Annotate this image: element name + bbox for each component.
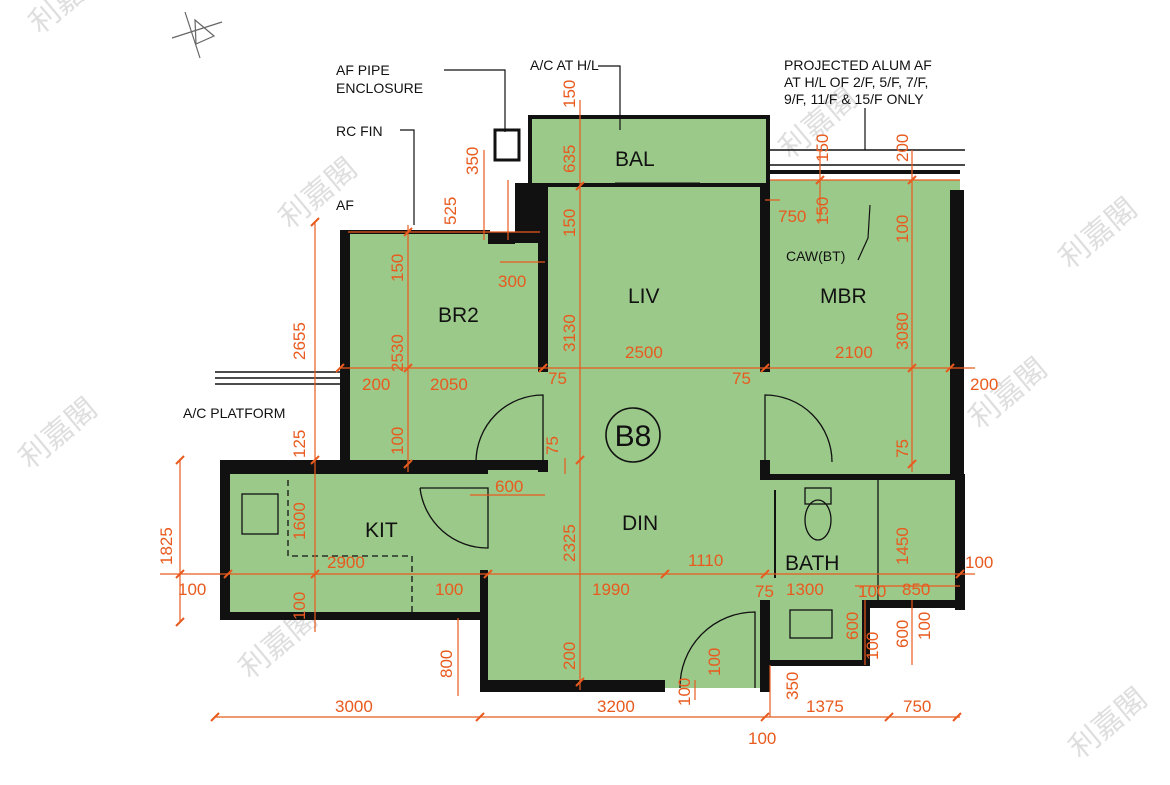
room-din: DIN <box>622 512 658 535</box>
note-af-pipe: AF PIPE <box>336 62 390 78</box>
note-ac-platform: A/C PLATFORM <box>183 405 285 421</box>
dim-100-west: 100 <box>178 580 206 599</box>
note-rc-fin: RC FIN <box>336 123 383 139</box>
dim-750-bottom: 750 <box>903 697 931 716</box>
dim-1375: 1375 <box>806 697 844 716</box>
room-mbr: MBR <box>820 285 867 308</box>
dim-75-b: 75 <box>732 369 751 388</box>
watermark: 利嘉閣 <box>1063 681 1154 766</box>
dim-1110: 1110 <box>688 551 723 570</box>
dim-1990: 1990 <box>592 580 630 599</box>
note-projected-3: 9/F, 11/F & 15/F ONLY <box>784 91 924 107</box>
dim-2325: 2325 <box>560 524 579 562</box>
dim-850: 850 <box>902 580 930 599</box>
dim-1450: 1450 <box>893 527 912 565</box>
watermark: 利嘉閣 <box>1053 191 1144 276</box>
dim-600-b: 600 <box>843 612 862 640</box>
dim-350: 350 <box>463 147 482 175</box>
dimension-labels-vertical: 150 635 150 350 525 150 2530 2655 3130 1… <box>157 80 934 706</box>
unit-label: B8 <box>615 420 652 453</box>
dim-100-br2: 100 <box>388 427 407 455</box>
note-af-pipe-enclosure: ENCLOSURE <box>336 80 423 96</box>
room-labels: BAL LIV MBR BR2 KIT DIN BATH <box>365 148 867 575</box>
unit-marker: B8 <box>605 407 661 463</box>
dim-2100: 2100 <box>835 343 873 362</box>
room-kit: KIT <box>365 519 398 542</box>
dimension-ticks <box>175 175 965 722</box>
dim-100-bath-v: 100 <box>863 632 882 660</box>
dim-100-kit-v: 100 <box>290 592 309 620</box>
dim-150-bal: 150 <box>560 80 579 108</box>
dim-150-liv: 150 <box>560 209 579 237</box>
ac-platform-lines <box>215 149 965 385</box>
dim-75-e: 75 <box>755 582 774 601</box>
dim-600-c: 600 <box>893 620 912 648</box>
dim-75-a: 75 <box>548 369 567 388</box>
dim-3130: 3130 <box>560 314 579 352</box>
note-ac-at-hl: A/C AT H/L <box>530 57 599 73</box>
dimension-lines <box>160 100 975 718</box>
dim-75-c: 75 <box>543 436 562 455</box>
note-caw: CAW(BT) <box>786 248 845 264</box>
dim-600: 600 <box>495 477 523 496</box>
dim-150-top: 150 <box>813 134 832 162</box>
leader-lines <box>400 65 871 261</box>
dim-100-door-2: 100 <box>705 648 724 676</box>
note-af: AF <box>336 197 354 213</box>
room-bath: BATH <box>785 552 839 575</box>
dim-100-mbr: 100 <box>893 215 912 243</box>
dim-635: 635 <box>560 145 579 173</box>
note-projected-1: PROJECTED ALUM AF <box>784 57 932 73</box>
watermark: 利嘉閣 <box>273 151 364 236</box>
dimension-labels: 300 2500 2100 200 2050 75 75 200 750 600… <box>178 207 998 748</box>
fixtures <box>241 182 879 689</box>
dim-100-door: 100 <box>675 678 694 706</box>
dim-525: 525 <box>441 197 460 225</box>
dim-100-kit: 100 <box>435 580 463 599</box>
dim-150-mbr: 150 <box>813 197 832 225</box>
dim-1825: 1825 <box>157 527 176 565</box>
dim-150-br2: 150 <box>388 254 407 282</box>
dim-200-top: 200 <box>893 134 912 162</box>
dim-100-f: 100 <box>915 612 934 640</box>
room-bal: BAL <box>615 148 655 171</box>
watermark: 利嘉閣 <box>23 0 114 41</box>
watermark: 利嘉閣 <box>13 391 104 476</box>
dim-200-right: 200 <box>970 375 998 394</box>
dim-2900: 2900 <box>327 553 365 572</box>
note-projected-2: AT H/L OF 2/F, 5/F, 7/F, <box>784 74 928 90</box>
dim-300: 300 <box>498 272 526 291</box>
dim-100-east: 100 <box>965 553 993 572</box>
room-liv: LIV <box>628 285 660 308</box>
dim-800: 800 <box>437 650 456 678</box>
dim-200-left: 200 <box>362 375 390 394</box>
dim-1300: 1300 <box>786 580 824 599</box>
dim-2500: 2500 <box>625 343 663 362</box>
dim-2530: 2530 <box>388 334 407 372</box>
dim-100-b: 100 <box>858 582 886 601</box>
dim-200-din: 200 <box>560 642 579 670</box>
dim-3000: 3000 <box>335 697 373 716</box>
dim-125: 125 <box>290 430 309 458</box>
dim-100-bottom: 100 <box>748 729 776 748</box>
north-arrow-icon <box>171 11 223 59</box>
dim-75-d: 75 <box>893 439 912 458</box>
dim-750-top: 750 <box>778 207 806 226</box>
dim-3200: 3200 <box>597 697 635 716</box>
room-br2: BR2 <box>438 304 479 327</box>
dim-350-b: 350 <box>783 672 802 700</box>
dim-2655: 2655 <box>290 322 309 360</box>
dim-3080: 3080 <box>893 312 912 350</box>
annotations: AF PIPE ENCLOSURE A/C AT H/L PROJECTED A… <box>183 57 932 421</box>
dim-2050: 2050 <box>430 375 468 394</box>
dim-1600: 1600 <box>290 502 309 540</box>
